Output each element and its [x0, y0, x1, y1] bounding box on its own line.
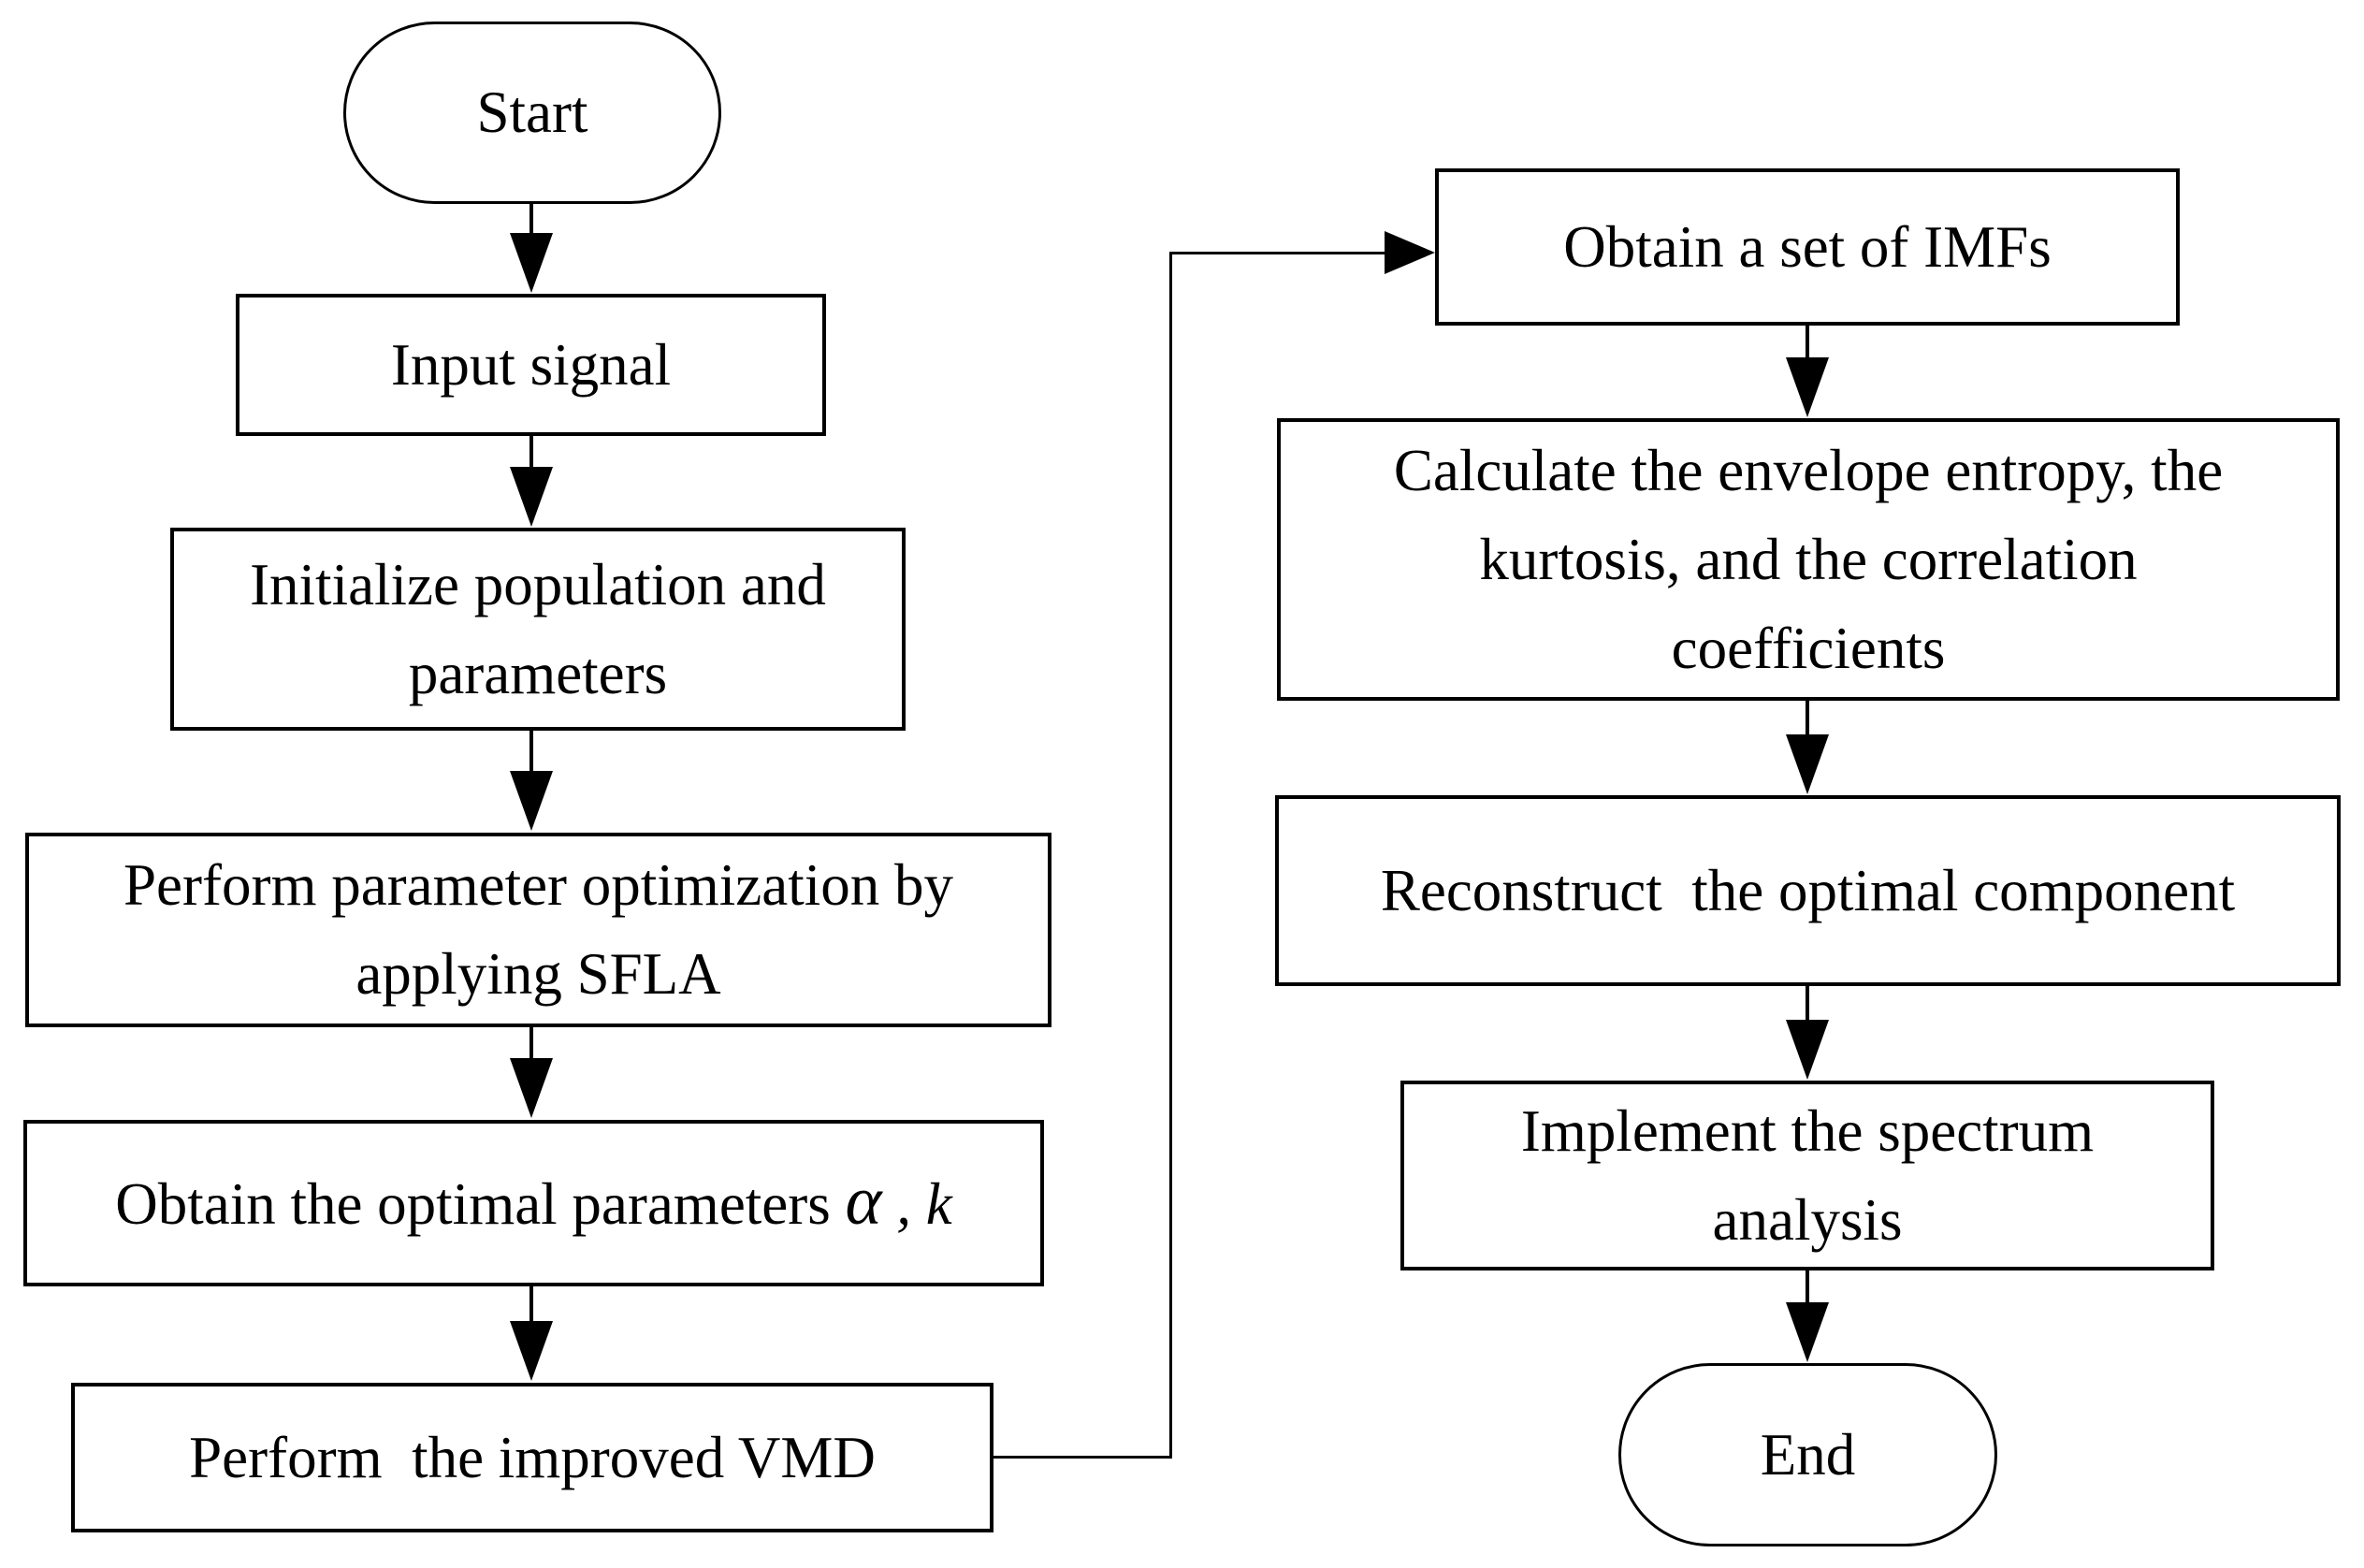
arrow-head-down: [510, 233, 553, 293]
node-initialize-population: Initialize population and parameters: [170, 528, 906, 731]
node-start: Start: [343, 22, 721, 204]
node-imf-set: Obtain a set of IMFs: [1435, 168, 2180, 326]
node-spectrum-analysis: Implement the spectrum analysis: [1400, 1081, 2214, 1270]
node-input-signal: Input signal: [236, 294, 826, 436]
arrow-sfla-to-optimal-parameters: [510, 1026, 553, 1118]
arrow-spectrum-to-end: [1786, 1270, 1829, 1362]
arrow-head-down: [1786, 1020, 1829, 1080]
node-start-label: Start: [476, 80, 588, 145]
arrow-reconstruct-to-spectrum: [1786, 986, 1829, 1080]
node-optimal-parameters-label: Obtain the optimal parameters α , k: [115, 1157, 951, 1249]
arrow-head-down: [1786, 734, 1829, 794]
arrow-head-down: [1786, 357, 1829, 417]
arrow-stem: [529, 203, 533, 233]
arrow-stem: [1806, 326, 1809, 357]
arrow-head-down: [510, 1321, 553, 1381]
node-imf-set-label: Obtain a set of IMFs: [1563, 213, 2052, 280]
arrow-imf-set-to-calculate: [1786, 326, 1829, 417]
arrow-head-down: [510, 1058, 553, 1118]
alpha-symbol: α: [845, 1163, 882, 1240]
optimal-parameters-text: Obtain the optimal parameters: [115, 1171, 846, 1237]
arrow-optimal-parameters-to-vmd: [510, 1285, 553, 1381]
connector-vertical-segment: [1169, 252, 1172, 1459]
node-calculate-metrics-label: Calculate the envelope entropy, the kurt…: [1393, 437, 2224, 681]
node-input-signal-label: Input signal: [390, 331, 672, 398]
node-end-label: End: [1760, 1421, 1856, 1488]
arrow-head-down: [510, 771, 553, 831]
node-reconstruct-component: Reconstruct the optimal component: [1275, 795, 2341, 986]
arrow-stem: [1806, 1270, 1809, 1302]
connector-imfs-horizontal-segment: [1172, 252, 1385, 254]
node-reconstruct-component-label: Reconstruct the optimal component: [1380, 857, 2236, 923]
arrow-head-down: [510, 467, 553, 527]
node-end: End: [1618, 1363, 1997, 1546]
connector-vmd-horizontal-segment: [993, 1456, 1171, 1459]
node-spectrum-analysis-label: Implement the spectrum analysis: [1520, 1097, 2095, 1253]
arrow-head-down: [1786, 1302, 1829, 1362]
arrow-stem: [529, 1285, 533, 1321]
arrow-stem: [529, 1026, 533, 1058]
arrow-initialize-to-sfla: [510, 730, 553, 831]
node-sfla-optimization-label: Perform parameter optimization by applyi…: [123, 852, 953, 1007]
node-improved-vmd: Perform the improved VMD: [71, 1383, 993, 1532]
arrow-start-to-input-signal: [510, 203, 553, 293]
arrow-stem: [1806, 701, 1809, 734]
arrow-head-right: [1385, 231, 1435, 274]
arrow-input-signal-to-initialize: [510, 435, 553, 527]
node-optimal-parameters: Obtain the optimal parameters α , k: [23, 1120, 1044, 1286]
node-initialize-population-label: Initialize population and parameters: [250, 551, 826, 706]
arrow-calculate-to-reconstruct: [1786, 701, 1829, 794]
node-sfla-optimization: Perform parameter optimization by applyi…: [25, 833, 1051, 1027]
node-improved-vmd-label: Perform the improved VMD: [189, 1424, 876, 1490]
arrow-stem: [529, 435, 533, 467]
arrow-stem: [1806, 986, 1809, 1020]
arrow-stem: [529, 730, 533, 771]
node-calculate-metrics: Calculate the envelope entropy, the kurt…: [1277, 418, 2340, 701]
comma-separator: ,: [881, 1171, 926, 1237]
k-symbol: k: [925, 1171, 952, 1237]
